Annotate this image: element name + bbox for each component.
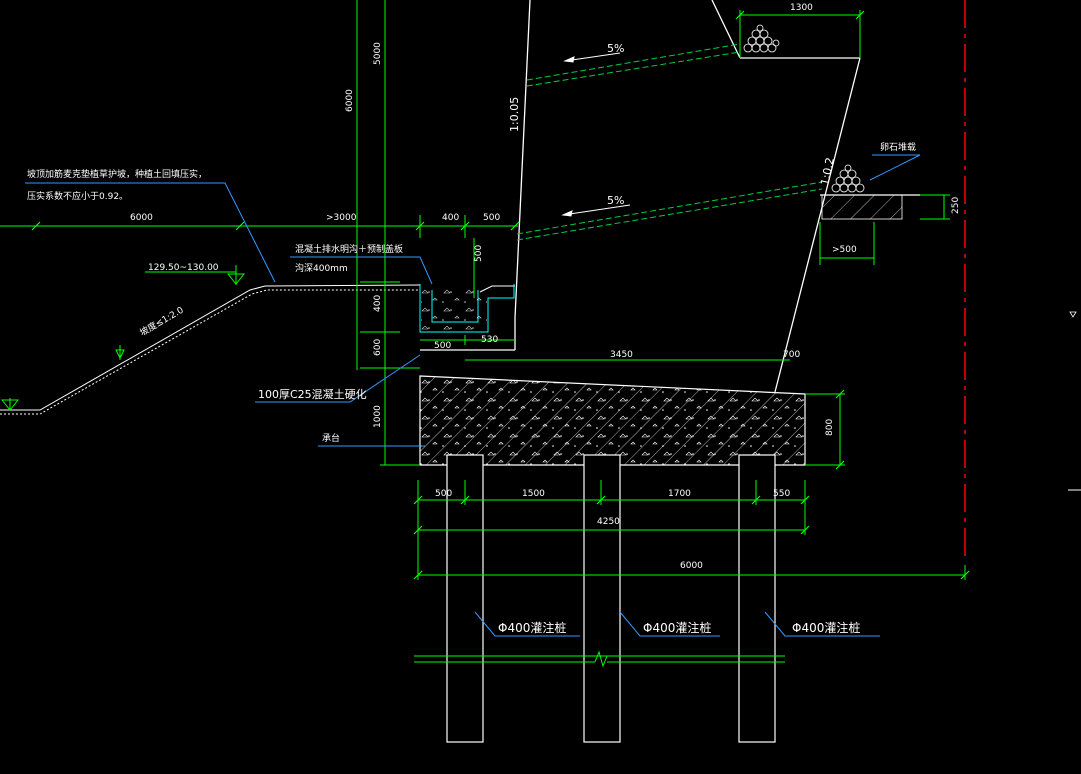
dim-500-vertical: 500 <box>474 245 484 262</box>
grade-lower: 5% <box>607 194 624 207</box>
dim-1000-vertical: 1000 <box>373 405 383 428</box>
dim-6000-left: 6000 <box>130 213 153 223</box>
drain-note-2: 沟深400mm <box>295 262 348 274</box>
back-ratio: 1:0.2 <box>818 156 837 186</box>
dim-pile-550: 550 <box>773 489 790 499</box>
annotation-texts: 坡顶加筋麦克垫植草护坡，种植土回填压实， 压实系数不应小于0.92。 129.5… <box>27 141 916 635</box>
drain-fill <box>421 285 487 331</box>
dim-pile-1500: 1500 <box>522 489 545 499</box>
dim-pile-1700: 1700 <box>668 489 691 499</box>
scroll-marker-icon[interactable] <box>1069 311 1077 318</box>
gravel-heap-top <box>743 24 780 53</box>
elevation-marks <box>0 271 246 411</box>
dim-5000: 5000 <box>373 42 383 65</box>
hatched-block <box>821 194 903 220</box>
dim-500-drain: 500 <box>434 341 451 351</box>
dim-4250: 4250 <box>597 517 620 527</box>
concrete-cover-note: 100厚C25混凝土硬化 <box>258 387 367 401</box>
dim-250: 250 <box>951 197 961 214</box>
break-line <box>414 650 785 668</box>
dim-6000-vertical: 6000 <box>345 89 355 112</box>
embankment-slope: 坡度≤1:2.0 <box>138 304 186 339</box>
gravel-heap-right <box>831 164 865 193</box>
dimension-texts: 1300 5000 6000 6000 >3000 400 500 500 40… <box>130 3 961 571</box>
elevation-label: 129.50~130.00 <box>148 263 219 273</box>
drain-note-1: 混凝土排水明沟＋预制盖板 <box>295 243 403 255</box>
dim-800: 800 <box>825 419 835 436</box>
pile-label-3: Φ400灌注桩 <box>792 620 860 635</box>
slope-note-2: 压实系数不应小于0.92。 <box>27 190 128 202</box>
pile-label-1: Φ400灌注桩 <box>498 620 566 635</box>
dim-1300: 1300 <box>790 3 813 13</box>
dim-530: 530 <box>481 335 498 345</box>
wall-ratio: 1:0.05 <box>508 97 521 132</box>
gravel-label: 卵石堆载 <box>880 141 916 153</box>
grade-upper: 5% <box>607 42 624 55</box>
dim-400: 400 <box>442 213 459 223</box>
dim-gt3000: >3000 <box>326 213 357 223</box>
grade-arrows <box>561 52 631 217</box>
dim-6000-total: 6000 <box>680 561 703 571</box>
piles <box>446 454 776 743</box>
dim-gt500: >500 <box>832 245 857 255</box>
dimension-ticks <box>31 10 970 580</box>
pile-label-2: Φ400灌注桩 <box>643 620 711 635</box>
dimension-lines <box>0 0 966 580</box>
dim-pile-500: 500 <box>435 489 452 499</box>
leader-lines <box>25 154 921 637</box>
slope-note-1: 坡顶加筋麦克垫植草护坡，种植土回填压实， <box>27 168 207 180</box>
grade-lines <box>516 43 823 241</box>
dim-500-top: 500 <box>483 213 500 223</box>
dim-400-vertical: 400 <box>373 295 383 312</box>
dim-3450: 3450 <box>610 350 633 360</box>
dim-700: 700 <box>783 350 800 360</box>
pile-cap <box>419 375 806 466</box>
dim-600-vertical: 600 <box>373 339 383 356</box>
cap-label: 承台 <box>322 432 340 444</box>
